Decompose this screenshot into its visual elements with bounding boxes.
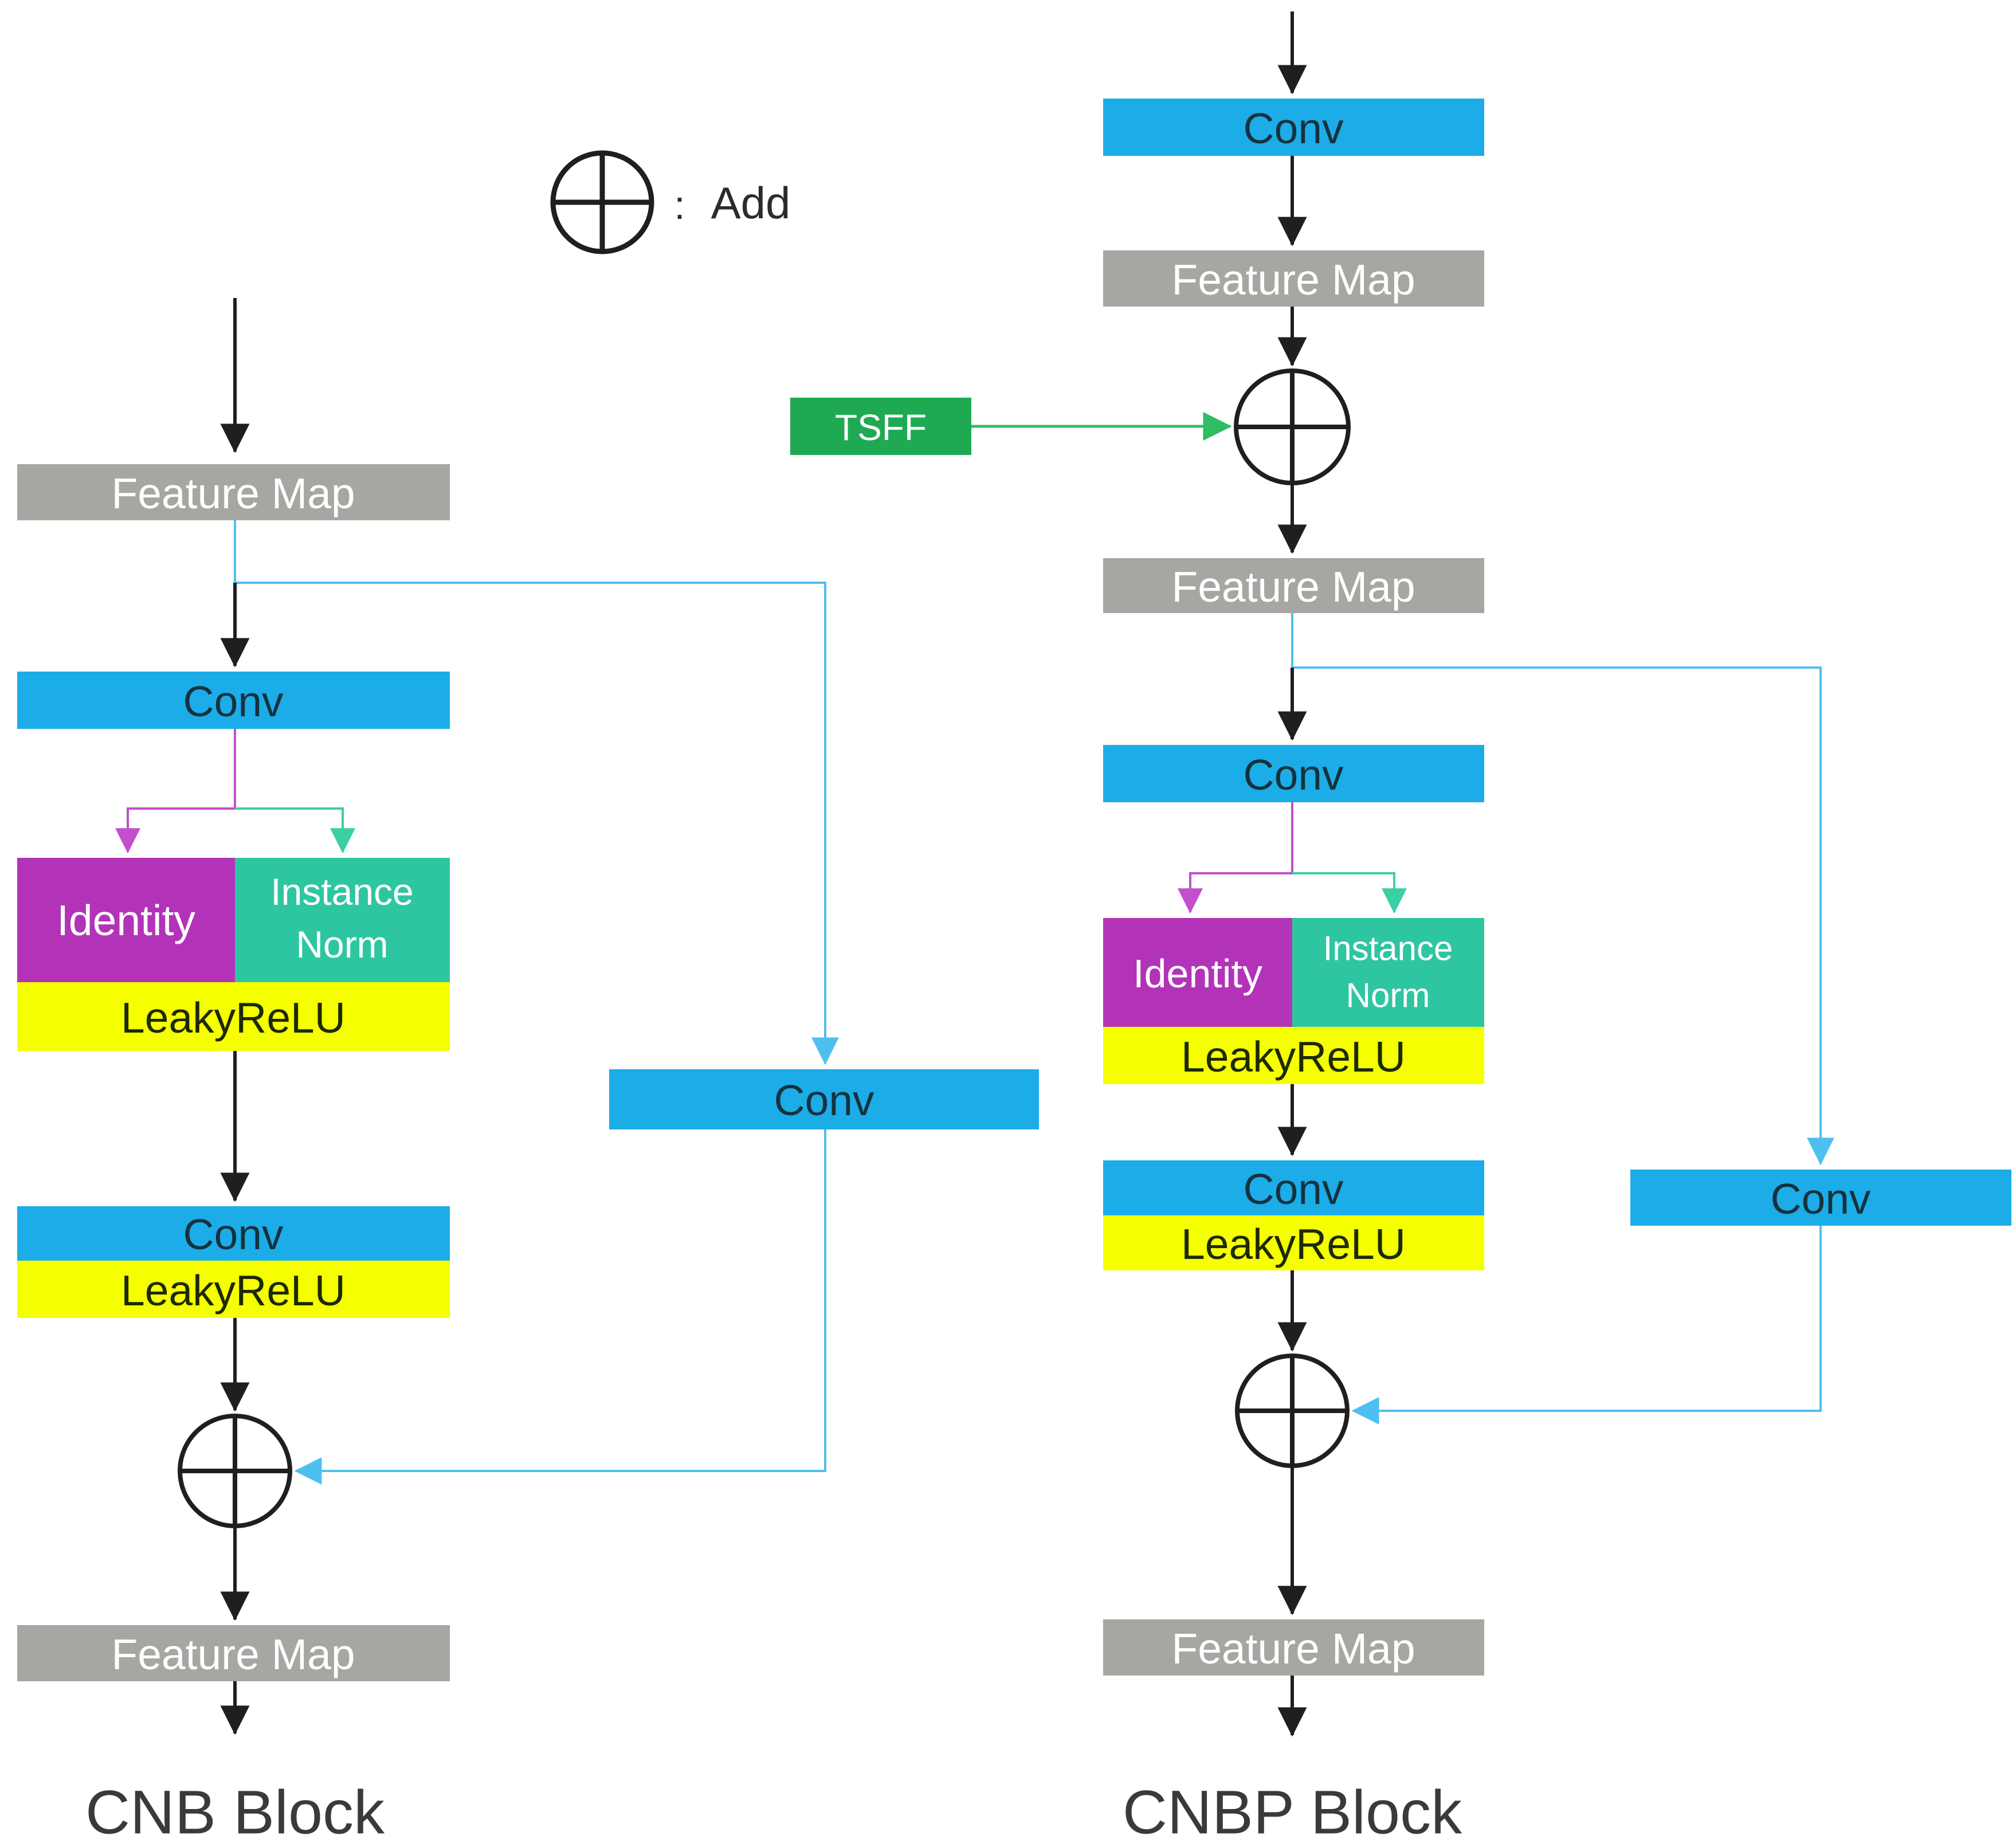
- cnb-instance-norm-label-line1: Instance: [270, 870, 414, 913]
- cnbp-instance-norm-label-line2: Norm: [1346, 976, 1430, 1015]
- cnb-add-circle-cross: [180, 1416, 290, 1526]
- legend: : Add: [550, 150, 791, 254]
- cnbp-conv1-box: [1103, 99, 1484, 156]
- legend-separator: :: [674, 183, 685, 227]
- cnb-block-diagram: Feature Map Conv Identity Instance Norm …: [17, 298, 1039, 1847]
- cnbp-instance-norm-box: [1292, 918, 1484, 1027]
- cnbp-conv2-label: Conv: [1243, 751, 1344, 799]
- cnbp-split-identity-arrow: [1178, 802, 1293, 914]
- cnb-leakyrelu1-label: LeakyReLU: [121, 994, 346, 1042]
- cnb-identity-box: [17, 858, 235, 982]
- cnbp-split-instancenorm-arrow: [1292, 872, 1407, 914]
- cnbp-feature-map2-label: Feature Map: [1171, 563, 1415, 611]
- cnb-feature-map-in-box: [17, 464, 450, 520]
- cnb-leakyrelu2-box: [17, 1261, 450, 1318]
- cnb-conv2-label: Conv: [183, 1210, 284, 1258]
- cnbp-conv1-label: Conv: [1243, 104, 1344, 152]
- cnbp-skip-conv-box: [1630, 1170, 2011, 1226]
- cnb-leakyrelu2-label: LeakyReLU: [121, 1266, 346, 1315]
- cnbp-feature-map1-box: [1103, 250, 1484, 307]
- cnbp-skip-line-upper: [1291, 613, 1834, 1166]
- cnb-conv1-box: [17, 672, 450, 729]
- cnb-instance-norm-box: [235, 858, 450, 982]
- cnbp-add1-circle-cross: [1236, 371, 1348, 483]
- cnb-feature-map-out-label: Feature Map: [111, 1630, 355, 1678]
- legend-add-label: Add: [711, 178, 791, 228]
- cnb-split-identity-arrow: [115, 729, 236, 854]
- cnbp-leakyrelu1-box: [1103, 1027, 1484, 1084]
- cnb-skip-line-upper: [234, 520, 839, 1065]
- cnb-skip-line-lower: [294, 1129, 826, 1485]
- cnb-conv2-box: [17, 1206, 450, 1261]
- cnbp-conv3-label: Conv: [1243, 1165, 1344, 1213]
- cnbp-leakyrelu1-label: LeakyReLU: [1181, 1033, 1406, 1081]
- cnb-title: CNB Block: [85, 1778, 385, 1847]
- cnbp-feature-map3-label: Feature Map: [1171, 1625, 1415, 1673]
- cnbp-feature-map2-box: [1103, 558, 1484, 613]
- cnbp-skip-conv-label: Conv: [1770, 1175, 1871, 1223]
- cnbp-identity-label: Identity: [1133, 951, 1262, 996]
- cnbp-feature-map3-box: [1103, 1619, 1484, 1676]
- cnbp-identity-box: [1103, 918, 1292, 1027]
- add-circle-cross: [553, 153, 652, 252]
- cnbp-feature-map1-label: Feature Map: [1171, 256, 1415, 304]
- cnbp-leakyrelu2-label: LeakyReLU: [1181, 1220, 1406, 1268]
- cnb-leakyrelu1-box: [17, 982, 450, 1051]
- cnb-skip-conv-box: [609, 1069, 1039, 1129]
- cnb-conv1-label: Conv: [183, 677, 284, 725]
- cnb-split-instancenorm-arrow: [235, 807, 355, 854]
- cnbp-tsff-box: [790, 398, 971, 455]
- cnb-instance-norm-label-line2: Norm: [296, 923, 388, 966]
- cnb-identity-label: Identity: [57, 896, 195, 944]
- cnbp-leakyrelu2-box: [1103, 1215, 1484, 1270]
- cnbp-skip-line-lower: [1351, 1226, 1822, 1425]
- cnb-feature-map-out-box: [17, 1625, 450, 1681]
- cnbp-tsff-label: TSFF: [835, 407, 927, 448]
- cnbp-conv2-box: [1103, 745, 1484, 802]
- cnbp-add2-circle-cross: [1237, 1356, 1347, 1466]
- cnb-skip-conv-label: Conv: [774, 1076, 874, 1124]
- cnbp-title: CNBP Block: [1123, 1778, 1462, 1847]
- cnbp-conv3-box: [1103, 1160, 1484, 1215]
- cnbp-block-diagram: Conv Feature Map TSFF Feature Map Conv: [790, 11, 2011, 1847]
- cnb-feature-map-in-label: Feature Map: [111, 469, 355, 517]
- cnbp-instance-norm-label-line1: Instance: [1323, 929, 1453, 968]
